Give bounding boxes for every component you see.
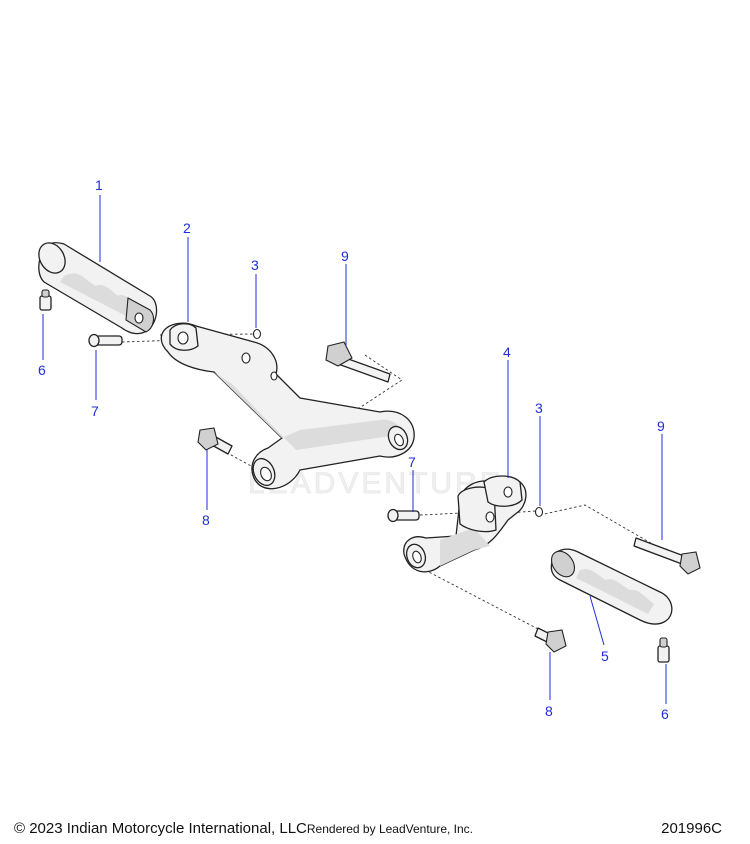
left-pivot-pin bbox=[88, 333, 123, 348]
right-o-ring bbox=[534, 506, 544, 518]
left-o-ring bbox=[252, 328, 262, 340]
right-bracket bbox=[403, 475, 527, 573]
callout-6-right: 6 bbox=[661, 706, 669, 722]
right-short-bolt bbox=[534, 627, 567, 653]
callout-3-left: 3 bbox=[251, 257, 259, 273]
right-footpeg bbox=[550, 548, 673, 625]
callout-1: 1 bbox=[95, 177, 103, 193]
left-long-bolt bbox=[325, 341, 391, 383]
callout-6-left: 6 bbox=[38, 362, 46, 378]
callout-8-left: 8 bbox=[202, 512, 210, 528]
callout-7-left: 7 bbox=[91, 403, 99, 419]
left-bracket bbox=[160, 322, 415, 490]
callout-3-right: 3 bbox=[535, 400, 543, 416]
callout-leaders bbox=[42, 195, 667, 704]
callout-numbers: 1 2 3 9 6 7 8 4 3 7 9 5 8 6 bbox=[38, 177, 669, 722]
copyright-text: © 2023 Indian Motorcycle International, … bbox=[14, 820, 307, 837]
left-grease-fitting bbox=[39, 289, 52, 311]
right-pivot-pin bbox=[387, 508, 420, 523]
callout-7-right: 7 bbox=[408, 454, 416, 470]
left-short-bolt bbox=[197, 427, 233, 455]
callout-9-left: 9 bbox=[341, 248, 349, 264]
rendered-by-text: Rendered by LeadVenture, Inc. bbox=[306, 822, 474, 836]
callout-5: 5 bbox=[601, 648, 609, 664]
diagram-code: 201996C bbox=[661, 820, 722, 837]
right-long-bolt bbox=[633, 537, 701, 575]
callout-2: 2 bbox=[183, 220, 191, 236]
left-footpeg bbox=[38, 242, 158, 335]
callout-4: 4 bbox=[503, 344, 511, 360]
callout-8-right: 8 bbox=[545, 703, 553, 719]
right-grease-fitting bbox=[657, 637, 670, 663]
footer-copyright: © 2023 Indian Motorcycle International, … bbox=[14, 820, 473, 837]
callout-9-right: 9 bbox=[657, 418, 665, 434]
